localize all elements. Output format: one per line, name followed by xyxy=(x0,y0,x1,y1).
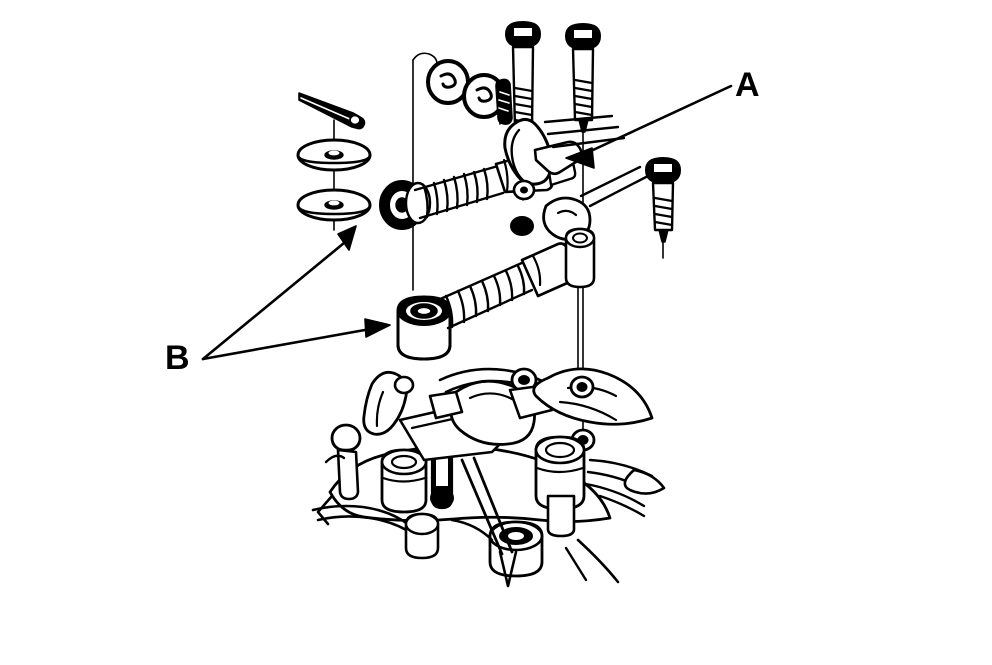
short-pin xyxy=(495,78,513,125)
callout-leader-b-2 xyxy=(201,318,391,361)
bracket-hatch-lines xyxy=(543,114,650,208)
lower-left-bushing xyxy=(404,512,440,560)
lower-center-bushing xyxy=(488,520,544,578)
rear-subframe-assembly xyxy=(311,367,666,588)
left-ball-joint xyxy=(324,423,362,501)
callout-leader-a xyxy=(565,84,733,169)
left-bushing xyxy=(380,448,428,514)
spacer-collar xyxy=(564,227,596,289)
flange-bolt-2 xyxy=(565,23,601,133)
right-bushing xyxy=(534,435,586,538)
callout-label-b: B xyxy=(165,339,190,377)
cotter-pin xyxy=(298,92,366,130)
callout-label-a: A xyxy=(735,66,760,104)
lower-flat-washer xyxy=(296,188,372,222)
callout-leader-b-1 xyxy=(201,225,357,361)
upper-flat-washer xyxy=(296,138,372,172)
upper-damper-bushing xyxy=(379,180,432,230)
lower-damper-bushing xyxy=(396,295,452,361)
lower-damper xyxy=(396,242,580,361)
flange-bolt-3 xyxy=(645,157,681,243)
small-washer-left xyxy=(426,59,470,105)
